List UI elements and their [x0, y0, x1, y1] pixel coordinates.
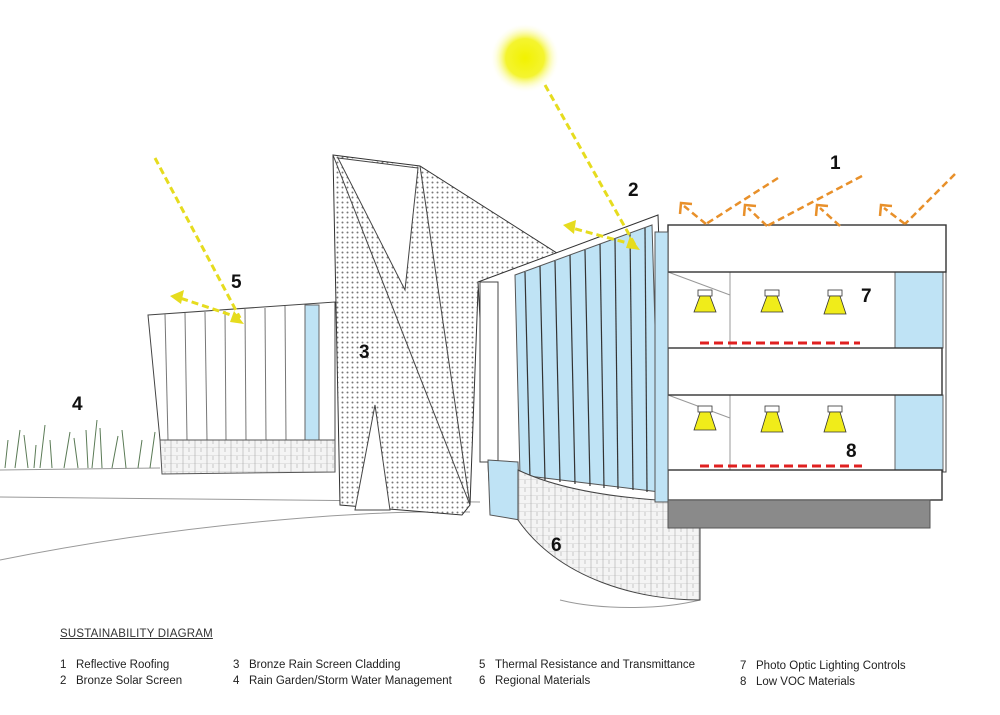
- solar-arrows: [153, 84, 637, 320]
- callout-1: 1: [830, 153, 841, 174]
- callout-4: 4: [72, 394, 83, 415]
- callout-2: 2: [628, 180, 639, 201]
- left-building: [147, 301, 336, 475]
- callout-8: 8: [846, 441, 857, 462]
- callout-3: 3: [359, 342, 370, 363]
- lighting-fixtures: [693, 289, 847, 433]
- legend-title: SUSTAINABILITY DIAGRAM: [60, 628, 213, 640]
- roof-arrow-heads: [678, 201, 893, 217]
- rain-screen-cladding: [332, 154, 562, 516]
- callout-7: 7: [861, 286, 872, 307]
- bronze-solar-screen: [477, 214, 701, 601]
- reflective-roof-arrows: [683, 173, 956, 228]
- low-voc-lines: [700, 341, 862, 468]
- right-building: [654, 224, 947, 529]
- callout-6: 6: [551, 535, 562, 556]
- callout-5: 5: [231, 272, 242, 293]
- sun: [490, 23, 560, 93]
- rain-garden-grass: [4, 419, 156, 469]
